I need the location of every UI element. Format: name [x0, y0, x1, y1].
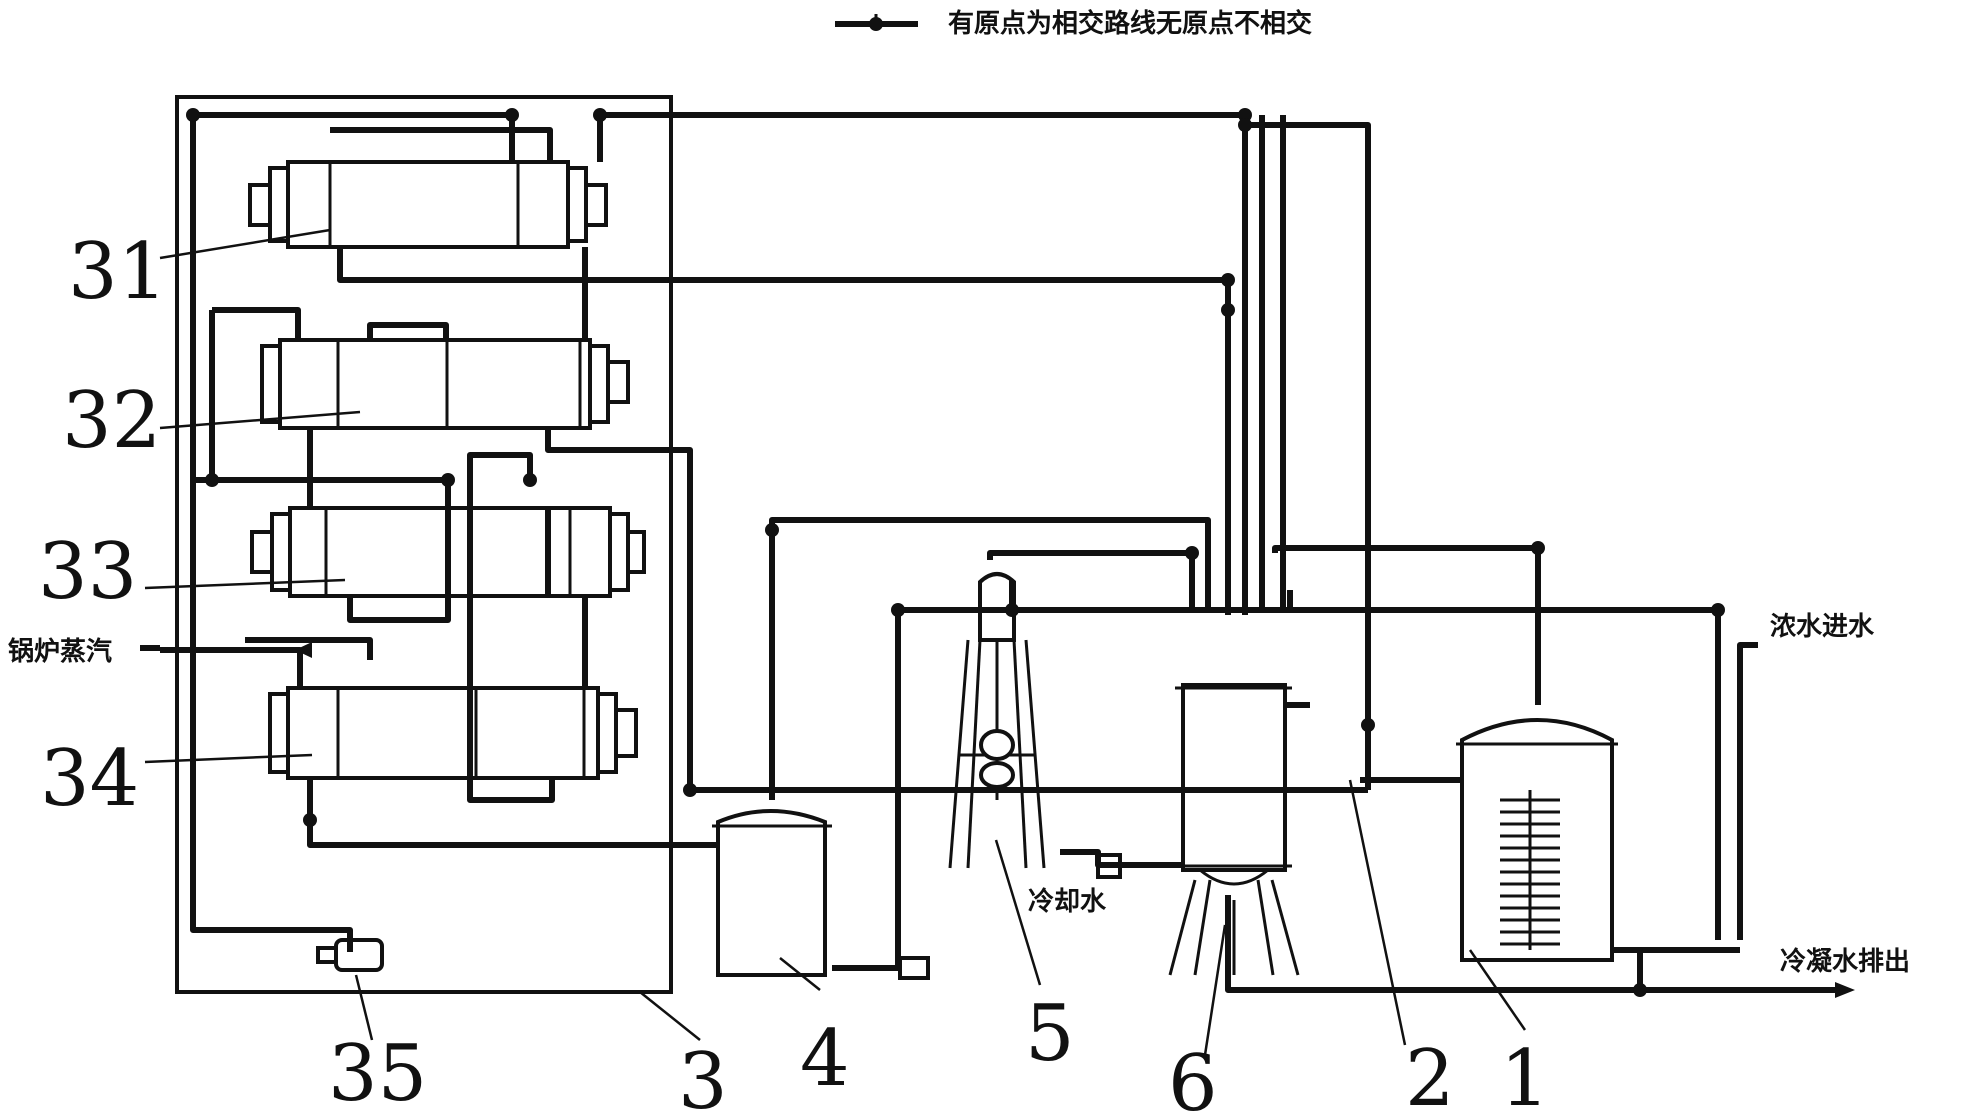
label-34: 34 [40, 734, 139, 824]
label-32: 32 [62, 376, 161, 466]
label-6: 6 [1168, 1039, 1218, 1120]
leader-lines [144, 228, 1527, 1056]
legend: 有原点为相交路线无原点不相交 [835, 8, 1312, 39]
label-1: 1 [1500, 1034, 1550, 1120]
junction-dots [186, 108, 1725, 997]
heat-exchanger-34 [268, 686, 638, 780]
label-31: 31 [68, 227, 167, 317]
label-33: 33 [38, 527, 137, 617]
evaporator-6 [1096, 683, 1300, 976]
pipe-network [140, 112, 1835, 993]
column-5 [948, 572, 1046, 869]
tank-4 [712, 809, 930, 980]
module-3-frame [175, 95, 673, 994]
coil [1500, 790, 1560, 950]
label-condensate-outlet: 冷凝水排出 [1780, 946, 1910, 977]
label-2: 2 [1405, 1034, 1455, 1120]
label-boiler-steam: 锅炉蒸汽 [8, 637, 112, 667]
label-concentrate-inlet: 浓水进水 [1770, 612, 1875, 642]
tank-1 [1456, 718, 1618, 962]
arrow-boiler-steam-in [295, 642, 312, 658]
heat-exchanger-31 [248, 160, 608, 249]
label-4: 4 [800, 1014, 850, 1104]
legend-text: 有原点为相交路线无原点不相交 [948, 8, 1312, 39]
label-35: 35 [328, 1029, 427, 1119]
label-cooling-water: 冷却水 [1028, 886, 1107, 917]
arrow-condensate-out [1835, 982, 1855, 998]
label-5: 5 [1025, 989, 1075, 1079]
label-3: 3 [678, 1037, 728, 1120]
